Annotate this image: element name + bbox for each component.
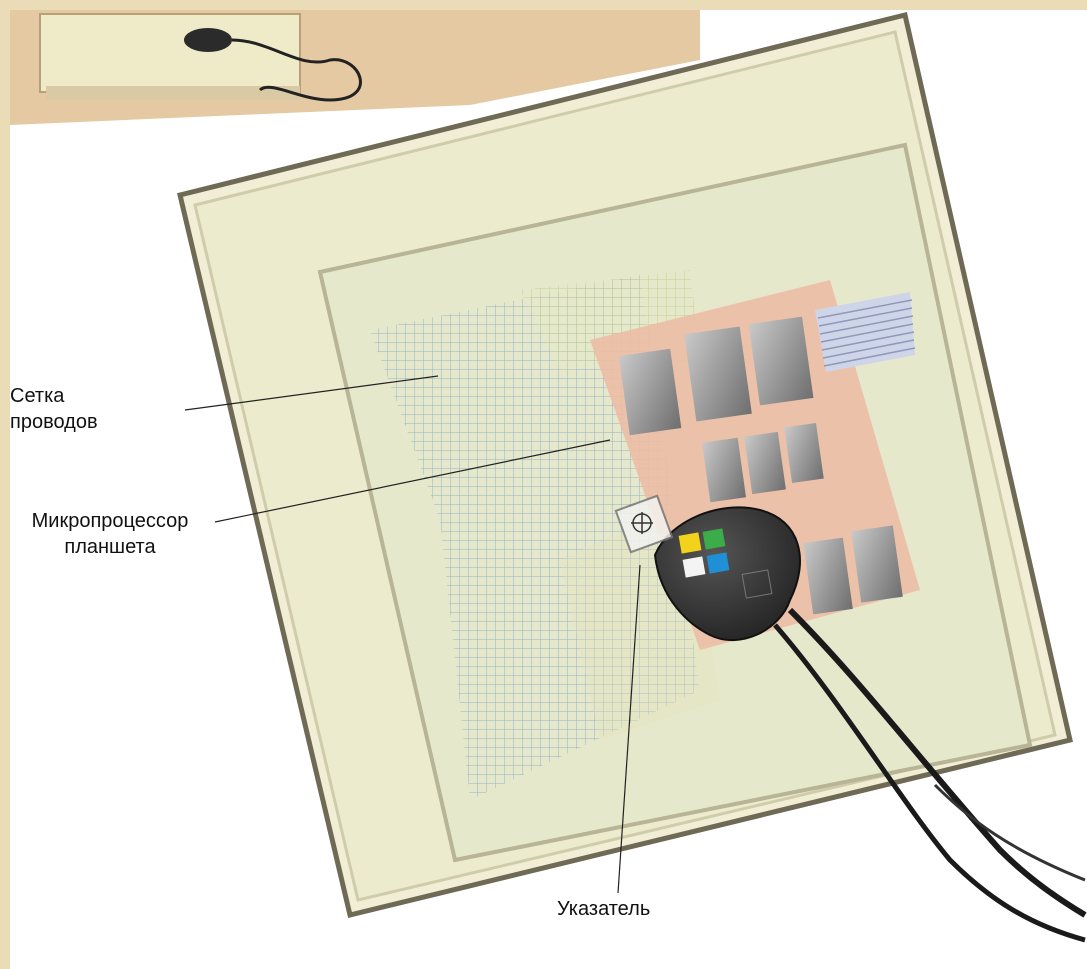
puck-button-yellow <box>679 532 702 553</box>
label-microprocessor: Микропроцессор планшета <box>10 508 210 560</box>
chip <box>619 349 682 435</box>
thumbnail-puck-icon <box>184 28 232 52</box>
label-wire-grid: Сетка проводов <box>10 383 98 435</box>
label-pointer: Указатель <box>557 896 650 922</box>
puck-button-green <box>703 528 726 549</box>
puck-button-blue <box>707 552 730 573</box>
puck-button-white <box>683 556 706 577</box>
chip <box>749 317 814 406</box>
